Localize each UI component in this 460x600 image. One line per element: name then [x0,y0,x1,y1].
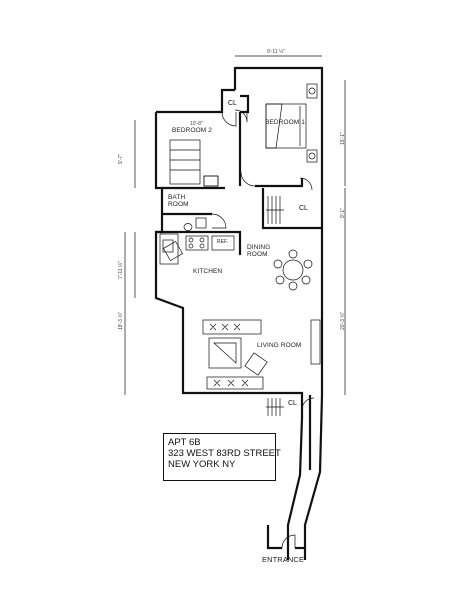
door-swing-bedroom2 [221,111,237,127]
living-room-label: LIVING ROOM [257,342,302,349]
closet-label-2: CL [299,205,308,212]
closet-bedroom1-wall [240,94,250,114]
dining-label-line2: ROOM [247,251,268,259]
bed-2 [169,139,201,185]
toilet [183,223,193,231]
dining-chair-6 [301,275,311,285]
sofa-north [202,319,262,335]
bedroom1-label: BEDROOM 1 [265,119,305,126]
closet-label-1: CL [228,100,237,107]
entrance-label: ENTRANCE [262,555,305,564]
nightstand-1 [306,83,318,99]
kitchen-sink [162,239,174,253]
closet-rods-main [266,196,284,224]
kitchen-table [162,240,184,262]
closet-box [261,188,322,230]
door-swing-corridor-closet [301,397,315,411]
bath-sink [195,217,207,229]
closet-label-3: CL [288,400,297,407]
exterior-wall-top [233,66,324,90]
stove-burner-3 [188,243,194,249]
dim-kitchen-depth: 7'-11 ½" [118,261,124,279]
stove-burner-1 [188,237,194,243]
sofa-north-cushions [209,323,241,331]
dining-label-line1: DINING [247,244,271,251]
address-box: APT 6B 323 WEST 83RD STREET NEW YORK NY [163,433,281,481]
address-line3: NEW YORK NY [168,459,236,470]
dining-chair-3 [273,259,283,269]
lamp-1 [308,87,316,95]
stove-burner-2 [199,237,205,243]
kitchen-counter [159,233,179,265]
dining-chair-4 [303,259,313,269]
bath-vanity [203,175,219,187]
closet-rods-corridor [266,398,284,416]
dim-bedroom1-length: 15'-1" [340,132,346,145]
bathroom-label: BATH ROOM [168,194,189,208]
bedroom1-south-wall [255,178,304,188]
address-line1: APT 6B [168,437,201,448]
bedroom2-label: BEDROOM 2 [172,127,212,134]
stove-burner-4 [199,243,205,249]
sofa-south [206,376,264,390]
kitchen-north-wall [156,230,242,255]
refrigerator [211,235,235,251]
dim-right-overall: 20'-3 ½" [340,311,346,330]
refrigerator-label: REF. [217,239,229,245]
bed-1-cover [265,103,283,149]
entrance-stub-left [266,525,282,550]
dining-chair-5 [275,275,285,285]
dim-closet-span: 9'-1" [340,208,346,218]
dining-room-label: DINING ROOM [247,244,270,258]
bathroom-label-line2: ROOM [168,201,189,209]
door-swing-closet1 [234,109,248,123]
dim-top-width: 9'-11 ½" [267,49,285,55]
armchair-detail [213,342,237,364]
media-cabinet [310,319,321,365]
lamp-2 [308,152,316,160]
bathroom-label-line1: BATH [168,194,186,201]
side-chair [244,352,268,376]
dim-bedroom2-width: 10'-8" [190,121,203,127]
armchair [208,337,242,369]
dim-left-overall: 18'-3 ½" [118,311,124,330]
bed-2-desk [203,175,219,187]
corridor-wall-left [195,391,304,560]
exterior-wall-upper-left [156,88,235,114]
dining-chair-1 [288,249,298,259]
nightstand-2 [306,149,318,163]
door-swing-entrance [281,534,296,549]
address-line2: 323 WEST 83RD STREET [168,448,281,459]
kitchen-label: KITCHEN [193,268,223,275]
door-swing-closet2 [299,177,313,191]
dining-chair-2 [288,281,298,291]
door-swing-bedroom1 [240,171,256,187]
door-swing-bath [211,213,227,229]
dining-table [282,259,304,281]
sofa-south-cushions [213,379,249,387]
dim-bedroom2-depth: 9'-7" [118,154,124,164]
exterior-wall-right [303,80,324,560]
stove [185,235,209,251]
exterior-wall-left [154,112,195,395]
